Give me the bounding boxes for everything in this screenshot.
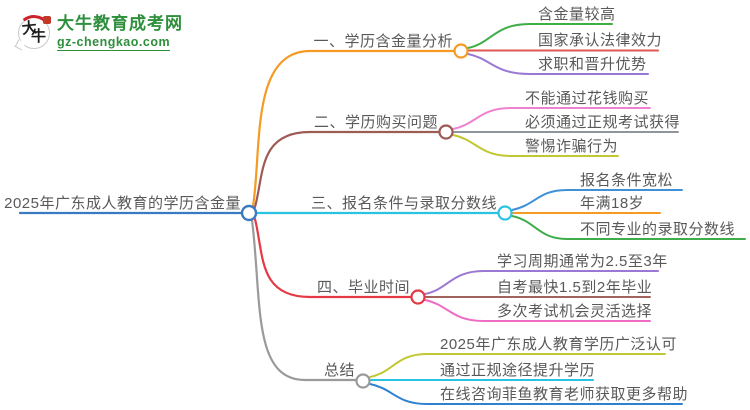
site-title: 大牛教育成考网 (57, 14, 183, 33)
logo-seal-icon (43, 16, 51, 24)
leaf-4-3-label[interactable]: 多次考试机会灵活选择 (497, 303, 653, 320)
edge-leaf-3-1 (511, 189, 683, 211)
leaf-1-3-label[interactable]: 求职和晋升优势 (538, 56, 647, 73)
root-topic-label[interactable]: 2025年广东成人教育的学历含金量 (4, 195, 241, 212)
leaf-3-2-label[interactable]: 年满18岁 (580, 195, 645, 212)
edge-leaf-1-3 (467, 53, 649, 75)
node-anchor-branch-3[interactable] (497, 205, 513, 221)
branch-5-label[interactable]: 总结 (323, 362, 355, 379)
leaf-4-2-label[interactable]: 自考最快1.5到2年毕业 (497, 279, 653, 296)
leaf-2-3-label[interactable]: 警惕诈骗行为 (525, 138, 619, 155)
daniu-logo-icon: 大 牛 (14, 13, 54, 53)
edge-leaf-2-3 (452, 134, 619, 157)
node-anchor-root[interactable] (240, 204, 258, 222)
branch-1-label[interactable]: 一、学历含金量分析 (313, 33, 453, 50)
edge-branch-1 (251, 49, 456, 208)
site-logo[interactable]: 大 牛 大牛教育成考网 gz-chengkao.com (14, 13, 183, 53)
leaf-1-1-label[interactable]: 含金量较高 (538, 6, 616, 23)
edge-branch-2 (253, 130, 441, 209)
leaf-2-2-label[interactable]: 必须通过正规考试获得 (525, 114, 681, 131)
logo-text: 大牛教育成考网 gz-chengkao.com (57, 14, 183, 51)
leaf-5-2-label[interactable]: 通过正规途径提升学历 (440, 362, 596, 379)
leaf-1-2-label[interactable]: 国家承认法律效力 (538, 32, 663, 49)
edge-branch-5 (250, 218, 358, 382)
edge-leaf-5-1 (369, 353, 666, 378)
edge-leaf-2-1 (452, 107, 651, 130)
logo-char-niu: 牛 (31, 29, 47, 45)
leaf-5-1-label[interactable]: 2025年广东成人教育学历广泛认可 (440, 336, 677, 353)
branch-3-label[interactable]: 三、报名条件与录取分数线 (310, 195, 497, 212)
node-anchor-branch-1[interactable] (453, 43, 469, 59)
branch-2-label[interactable]: 二、学历购买问题 (313, 114, 438, 131)
leaf-5-3-label[interactable]: 在线咨询菲鱼教育老师获取更多帮助 (440, 386, 689, 403)
leaf-4-1-label[interactable]: 学习周期通常为2.5至3年 (497, 253, 668, 270)
leaf-3-1-label[interactable]: 报名条件宽松 (580, 172, 674, 189)
node-anchor-branch-4[interactable] (410, 289, 426, 305)
site-url: gz-chengkao.com (57, 35, 171, 51)
edge-branch-4 (253, 217, 413, 299)
edge-leaf-3-3 (511, 215, 746, 240)
edge-leaf-5-3 (369, 383, 683, 405)
node-anchor-branch-2[interactable] (438, 124, 454, 140)
node-anchor-branch-5[interactable] (355, 373, 371, 389)
edge-leaf-1-1 (467, 23, 613, 49)
edge-leaf-4-3 (424, 299, 651, 322)
edge-leaf-4-1 (424, 270, 659, 295)
branch-4-label[interactable]: 四、毕业时间 (316, 279, 410, 296)
leaf-3-3-label[interactable]: 不同专业的录取分数线 (580, 221, 736, 238)
leaf-2-1-label[interactable]: 不能通过花钱购买 (525, 90, 650, 107)
